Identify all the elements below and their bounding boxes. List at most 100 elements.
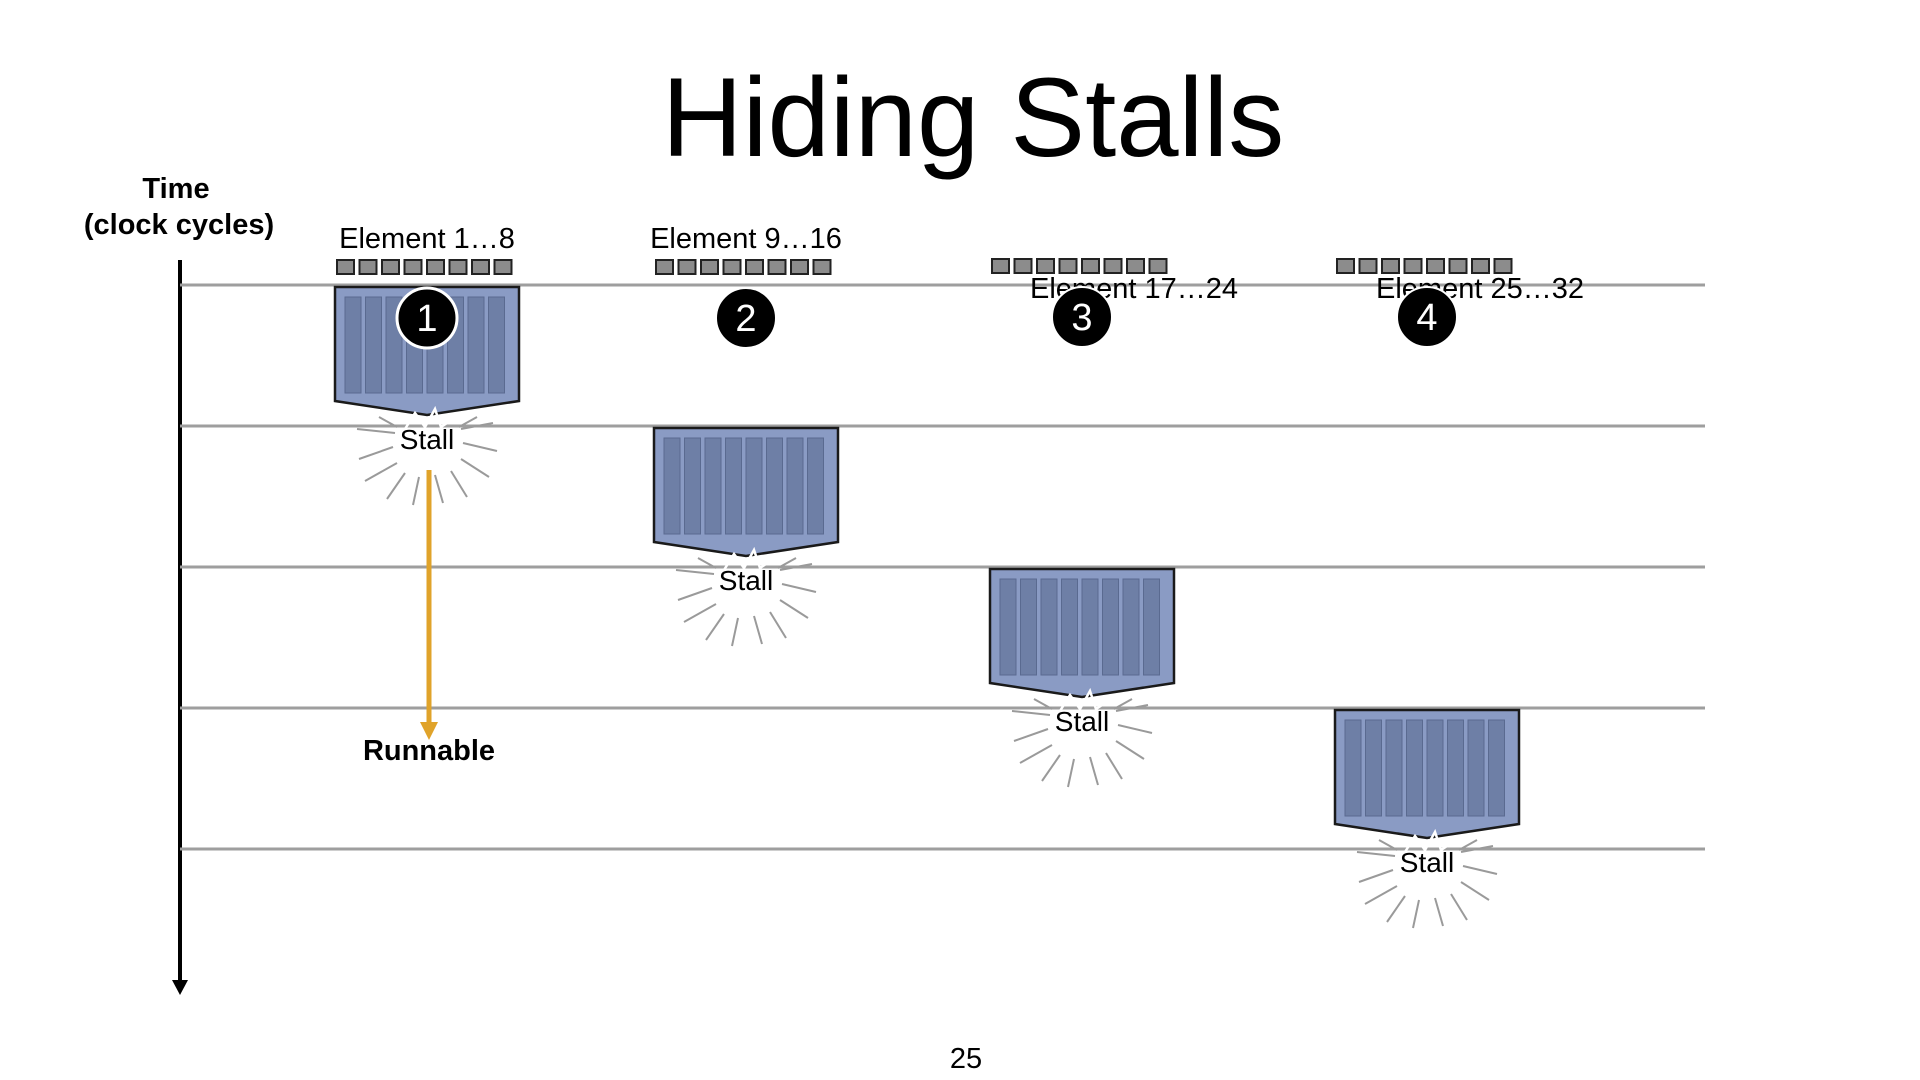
element-square	[1382, 259, 1399, 273]
stall-ray	[365, 463, 397, 481]
simd-lane	[705, 438, 721, 534]
element-square	[679, 260, 696, 274]
element-square	[360, 260, 377, 274]
simd-lane	[1103, 579, 1119, 675]
element-square	[1037, 259, 1054, 273]
stall-ray	[1387, 896, 1405, 922]
element-square	[1337, 259, 1354, 273]
warp-groups: Element 1…81StallElement 9…162StallEleme…	[335, 223, 1584, 928]
stall-ray	[780, 600, 808, 618]
stall-ray	[684, 604, 716, 622]
element-square	[1360, 259, 1377, 273]
element-squares	[1337, 259, 1512, 273]
element-square	[337, 260, 354, 274]
element-square	[495, 260, 512, 274]
time-axis-label-line1: Time	[142, 173, 209, 205]
stall-ray	[1106, 753, 1122, 779]
simd-lane	[1407, 720, 1423, 816]
simd-lane	[726, 438, 742, 534]
stall-ray	[1014, 729, 1048, 741]
simd-lane	[1427, 720, 1443, 816]
simd-lane	[489, 297, 505, 393]
stall-ray	[706, 614, 724, 640]
stall-ray	[1461, 882, 1489, 900]
group-number-badge: 4	[1397, 287, 1457, 347]
element-square	[472, 260, 489, 274]
simd-lane	[1468, 720, 1484, 816]
slide-title: Hiding Stalls	[662, 55, 1285, 180]
element-square	[701, 260, 718, 274]
simd-lane	[468, 297, 484, 393]
element-square	[450, 260, 467, 274]
stall-ray	[357, 429, 395, 433]
stall-label: Stall	[1400, 847, 1454, 878]
element-square	[1405, 259, 1422, 273]
element-square	[1082, 259, 1099, 273]
simd-lane	[767, 438, 783, 534]
simd-lane	[1489, 720, 1505, 816]
simd-lane	[1021, 579, 1037, 675]
simd-lane	[1366, 720, 1382, 816]
stall-ray	[1451, 894, 1467, 920]
element-range-label: Element 9…16	[650, 223, 842, 255]
element-square	[791, 260, 808, 274]
simd-lane	[746, 438, 762, 534]
stall-ray	[676, 570, 714, 574]
simd-lane	[1062, 579, 1078, 675]
simd-lane	[345, 297, 361, 393]
element-square	[1150, 259, 1167, 273]
stall-ray	[770, 612, 786, 638]
stall-ray	[678, 588, 712, 600]
stall-ray	[387, 473, 405, 499]
stall-ray	[1042, 755, 1060, 781]
stall-ray	[1118, 725, 1152, 733]
badge-number: 4	[1416, 297, 1437, 339]
stall-ray	[413, 477, 419, 505]
element-squares	[992, 259, 1167, 273]
simd-lane	[366, 297, 382, 393]
element-square	[1015, 259, 1032, 273]
element-squares	[337, 260, 512, 274]
element-square	[1427, 259, 1444, 273]
runnable-label: Runnable	[363, 735, 495, 767]
warp-group-4: Element 25…324Stall	[1335, 259, 1584, 928]
stall-label: Stall	[1055, 706, 1109, 737]
badge-number: 3	[1071, 297, 1092, 339]
element-square	[1060, 259, 1077, 273]
stall-ray	[1090, 757, 1098, 785]
simd-lane	[808, 438, 824, 534]
simd-lane	[1144, 579, 1160, 675]
element-square	[746, 260, 763, 274]
simd-lane	[1000, 579, 1016, 675]
stall-ray	[1463, 866, 1497, 874]
simd-lane	[1448, 720, 1464, 816]
badge-number: 2	[735, 298, 756, 340]
element-square	[814, 260, 831, 274]
stall-ray	[463, 443, 497, 451]
stall-ray	[1020, 745, 1052, 763]
element-range-label: Element 1…8	[339, 223, 515, 255]
stall-ray	[1435, 898, 1443, 926]
element-squares	[656, 260, 831, 274]
stall-ray	[1413, 900, 1419, 928]
badge-number: 1	[416, 298, 437, 340]
stall-ray	[1365, 886, 1397, 904]
element-square	[992, 259, 1009, 273]
time-axis-arrowhead	[172, 980, 188, 995]
element-square	[1105, 259, 1122, 273]
stall-ray	[1068, 759, 1074, 787]
simd-lane	[1123, 579, 1139, 675]
stall-ray	[754, 616, 762, 644]
element-square	[656, 260, 673, 274]
simd-lane	[1386, 720, 1402, 816]
element-square	[382, 260, 399, 274]
page-number: 25	[950, 1043, 982, 1075]
simd-lane	[1345, 720, 1361, 816]
element-square	[1127, 259, 1144, 273]
stall-ray	[1116, 741, 1144, 759]
stall-ray	[359, 447, 393, 459]
element-square	[769, 260, 786, 274]
stall-label: Stall	[400, 424, 454, 455]
